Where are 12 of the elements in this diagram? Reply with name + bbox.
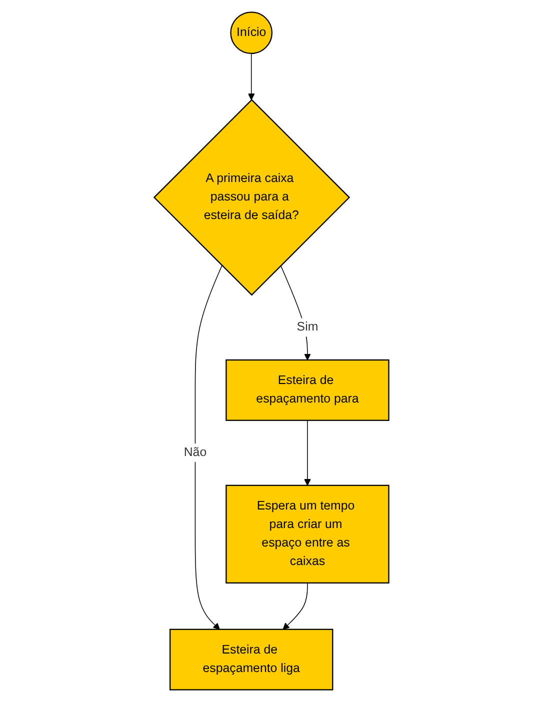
node-circle: Início (230, 12, 272, 54)
arrow (282, 582, 308, 630)
arrow (304, 420, 310, 486)
arrow (247, 53, 254, 100)
node-box: Esteira de espaçamento para (225, 359, 389, 421)
node-box: Esteira de espaçamento liga (169, 628, 333, 690)
arrow (280, 265, 310, 360)
arrow (194, 265, 222, 630)
node-box: Espera um tempo para criar um espaço entre as caixas (225, 484, 389, 584)
edge-label: Não (183, 446, 206, 460)
edge-label: Sim (296, 320, 318, 334)
node-diamond: A primeira caixa passou para a esteira de saída? (152, 99, 350, 296)
